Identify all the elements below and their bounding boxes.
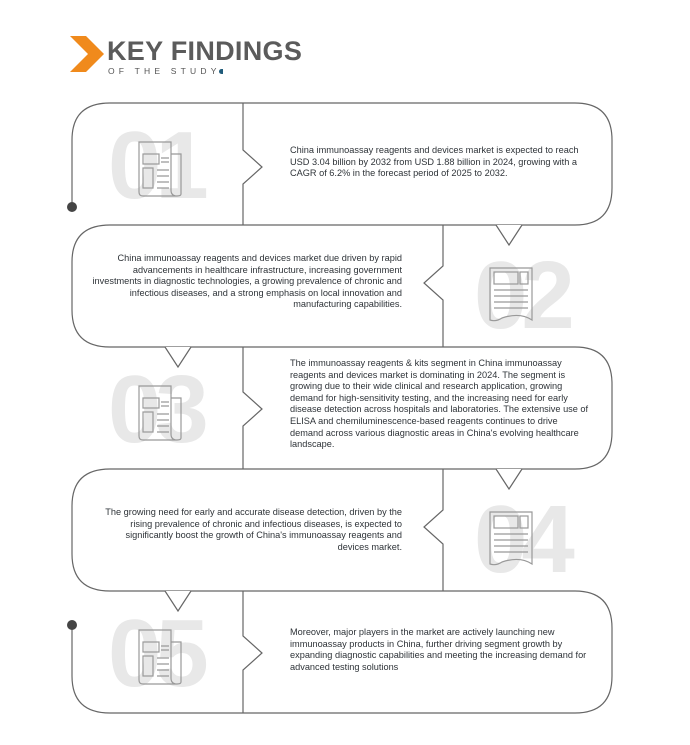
finding-number: 03 (108, 356, 209, 463)
page-subtitle: OF THE STUDY (108, 66, 223, 76)
finding-number: 01 (108, 112, 209, 219)
newspaper-icon (489, 511, 533, 566)
page-title: KEY FINDINGS (107, 36, 303, 66)
chevron-logo-icon (70, 36, 104, 72)
newspaper-icon (138, 629, 182, 685)
finding-text: The growing need for early and accurate … (105, 507, 402, 552)
newspaper-icon (138, 141, 182, 197)
newspaper-icon (489, 267, 533, 322)
dot-icon (218, 69, 223, 74)
finding-text: China immunoassay reagents and devices m… (92, 253, 403, 310)
finding-text: China immunoassay reagents and devices m… (290, 145, 579, 179)
finding-text: The immunoassay reagents & kits segment … (290, 358, 589, 450)
finding-text: Moreover, major players in the market ar… (290, 627, 587, 672)
newspaper-icon (138, 385, 182, 441)
finding-number: 05 (108, 600, 209, 707)
